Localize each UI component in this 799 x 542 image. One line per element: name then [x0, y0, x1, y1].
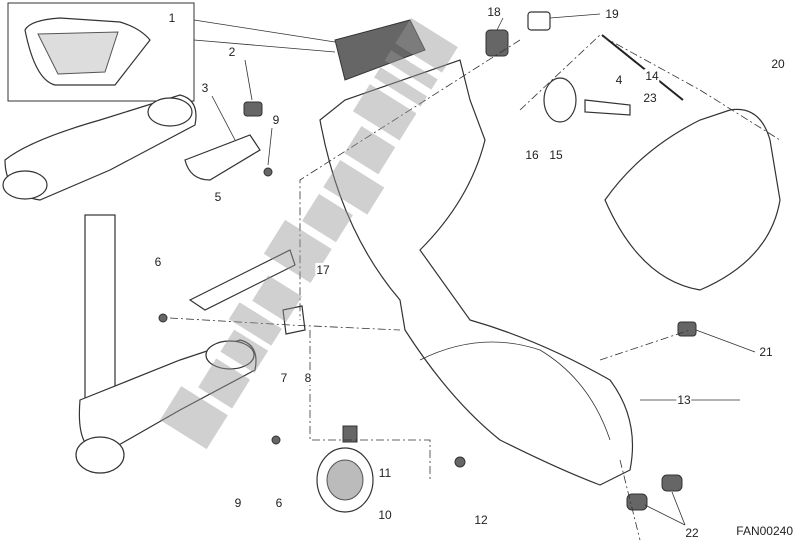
bracket-5	[188, 249, 296, 311]
callout-14: 14	[644, 69, 660, 83]
callout-22: 22	[684, 526, 700, 540]
callout-6: 6	[153, 255, 163, 269]
watermark-logo	[160, 18, 458, 450]
connector-19	[527, 11, 551, 31]
callout-18: 18	[486, 5, 502, 19]
rubber-21	[677, 321, 697, 337]
callout-3: 3	[200, 81, 210, 95]
callout-13: 13	[676, 393, 692, 407]
callout-9: 9	[271, 113, 281, 127]
headlight-fairing	[319, 59, 633, 486]
callout-12: 12	[473, 513, 489, 527]
callout-5: 5	[213, 190, 223, 204]
callout-4: 4	[614, 73, 624, 87]
rubber-22b	[661, 474, 683, 492]
callout-20: 20	[770, 57, 786, 71]
callout-21: 21	[758, 345, 774, 359]
headlight	[604, 108, 781, 291]
callout-23: 23	[642, 91, 658, 105]
rubber-22a	[626, 493, 648, 511]
screw-6b	[271, 435, 281, 445]
bracket-3	[184, 134, 261, 181]
callout-15: 15	[548, 148, 564, 162]
bulb-cover-4	[543, 77, 577, 123]
rubber-2	[243, 101, 263, 117]
steering-stem	[84, 214, 116, 406]
callout-16: 16	[524, 148, 540, 162]
callout-2: 2	[227, 45, 237, 59]
callout-10: 10	[377, 508, 393, 522]
cable-14	[601, 34, 684, 101]
callout-11: 11	[377, 466, 393, 480]
screw-6a	[158, 313, 168, 323]
callout-1: 1	[167, 11, 177, 25]
callout-9b: 9	[233, 496, 243, 510]
callout-6b: 6	[274, 496, 284, 510]
callout-7: 7	[279, 371, 289, 385]
lower-triple-clamp	[78, 339, 257, 452]
dashboard-unit	[334, 19, 426, 81]
grommet-18	[485, 29, 509, 57]
screw-9a	[263, 167, 273, 177]
clip-11	[342, 425, 358, 443]
callout-17: 17	[315, 263, 331, 277]
callout-19: 19	[604, 7, 620, 21]
bulb-23	[584, 99, 631, 116]
figure-code: FAN00240	[736, 524, 793, 538]
spacer-8	[282, 305, 306, 335]
callout-8: 8	[303, 371, 313, 385]
nut-12	[454, 456, 466, 468]
